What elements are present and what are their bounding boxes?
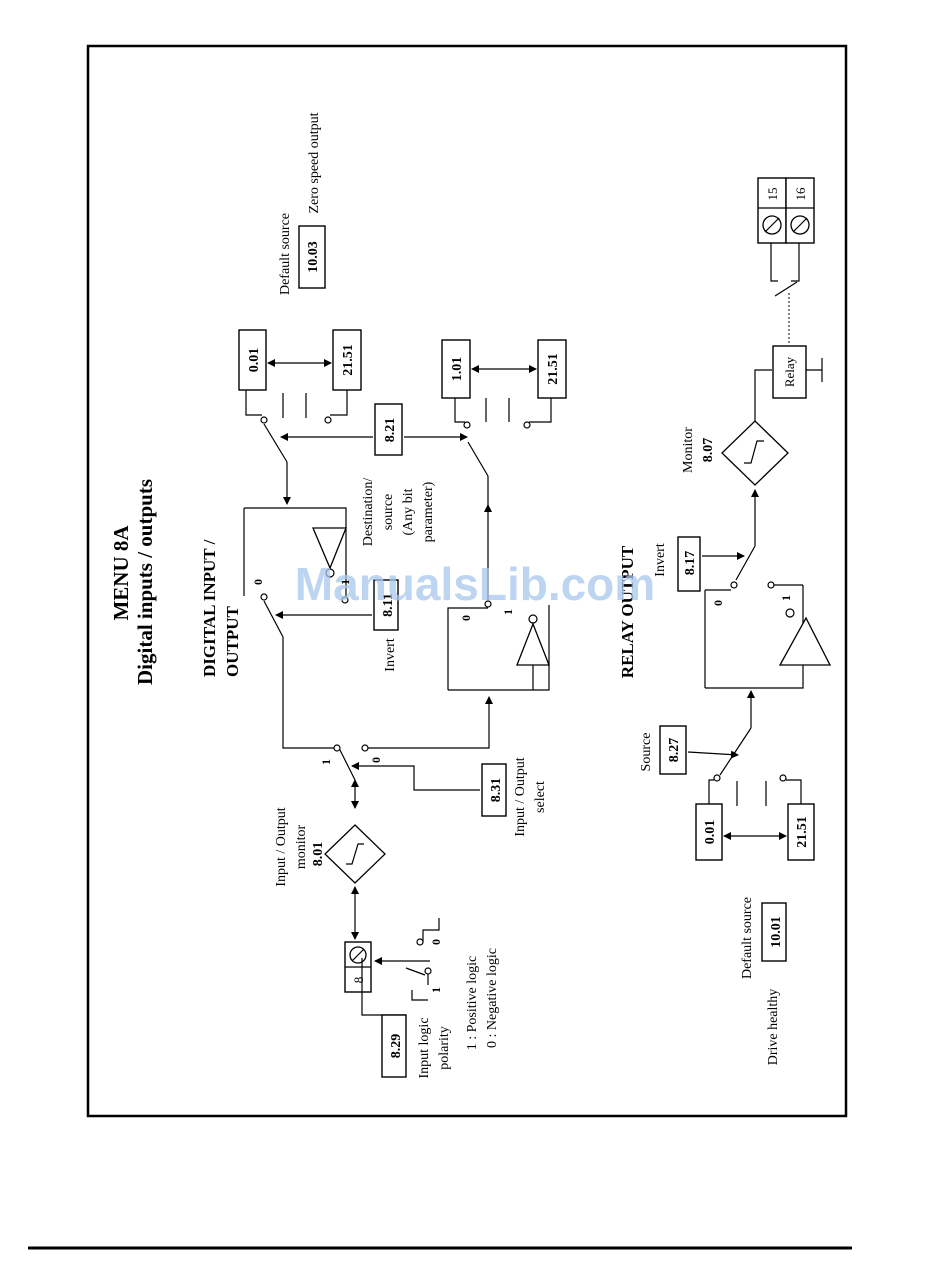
watermark: ManualsLib.com <box>295 558 655 610</box>
svg-text:15: 15 <box>765 188 780 201</box>
dest-label-line4: parameter) <box>421 481 436 542</box>
relay-min-box: 0.01 <box>695 803 723 861</box>
relay-source-box: 8.27 <box>659 725 687 775</box>
polarity-option-0: 0 : Negative logic <box>485 948 500 1048</box>
svg-text:21.51: 21.51 <box>795 816 810 848</box>
svg-text:8.11: 8.11 <box>381 593 396 617</box>
relay-invert-label: Invert <box>653 543 668 577</box>
drive-healthy-label: Drive healthy <box>766 989 781 1066</box>
dio-inv-0: 0 <box>251 579 265 585</box>
relay-source-label: Source <box>639 733 654 772</box>
polarity-sw-1: 1 <box>429 987 443 993</box>
io-sel-0: 0 <box>369 757 383 763</box>
dio-top-max-box: 21.51 <box>332 329 362 391</box>
polarity-label-line1: Input logic <box>417 1017 432 1078</box>
dio-bot-max-box: 21.51 <box>537 339 567 399</box>
svg-text:10.03: 10.03 <box>306 241 321 273</box>
svg-text:0.01: 0.01 <box>247 348 262 373</box>
dio-out-0: 0 <box>459 615 473 621</box>
io-monitor-label-line2: monitor <box>294 825 309 870</box>
dio-inv-1: 1 <box>338 579 352 585</box>
terminal-8: 8 <box>344 941 372 993</box>
io-monitor-label-line1: Input / Output <box>274 807 289 886</box>
svg-text:8.29: 8.29 <box>389 1034 404 1059</box>
relay-max-box: 21.51 <box>787 803 815 861</box>
svg-text:8.31: 8.31 <box>489 778 504 803</box>
io-monitor-param: 8.01 <box>311 842 326 867</box>
dio-heading-line1: DIGITAL INPUT / <box>200 539 219 677</box>
io-select-param-box: 8.31 <box>481 763 507 817</box>
svg-text:8.21: 8.21 <box>383 418 398 443</box>
svg-text:8.27: 8.27 <box>667 738 682 763</box>
relay-inv-1: 1 <box>779 595 793 601</box>
dio-heading-line2: OUTPUT <box>223 606 242 678</box>
relay-default-source-box: 10.01 <box>761 902 787 962</box>
dio-default-source-box: 10.03 <box>298 225 326 289</box>
dest-label-line2: source <box>381 494 396 531</box>
relay-inv-0: 0 <box>711 600 725 606</box>
relay-monitor-param: 8.07 <box>701 438 716 463</box>
polarity-param-box: 8.29 <box>381 1014 407 1078</box>
menu-title: MENU 8A <box>109 525 133 621</box>
relay-monitor-label: Monitor <box>681 427 696 473</box>
dest-param-box: 8.21 <box>374 403 403 456</box>
polarity-sw-0: 0 <box>429 939 443 945</box>
svg-text:Relay: Relay <box>782 356 797 387</box>
menu-subtitle: Digital inputs / outputs <box>133 479 157 685</box>
diagram-frame <box>86 44 848 1118</box>
svg-text:8.17: 8.17 <box>683 551 698 576</box>
invert-param-box: 8.11 <box>373 579 399 631</box>
dest-label-line1: Destination/ <box>361 478 376 547</box>
io-select-label-line2: select <box>533 781 548 813</box>
dio-out-1: 1 <box>501 609 515 615</box>
relay-coil: Relay <box>772 345 807 399</box>
zero-speed-label: Zero speed output <box>307 112 322 213</box>
polarity-option-1: 1 : Positive logic <box>465 956 480 1051</box>
svg-text:16: 16 <box>793 187 808 201</box>
svg-text:21.51: 21.51 <box>341 344 356 376</box>
io-select-label-line1: Input / Output <box>513 757 528 836</box>
dio-top-min-box: 0.01 <box>238 329 267 391</box>
svg-text:21.51: 21.51 <box>546 353 561 385</box>
relay-invert-box: 8.17 <box>677 536 701 592</box>
relay-default-source-label: Default source <box>740 897 755 979</box>
relay-terminal-15: 15 <box>757 177 787 244</box>
relay-monitor-symbol <box>721 420 789 486</box>
dest-label-line3: (Any bit <box>401 488 416 535</box>
relay-heading: RELAY OUTPUT <box>618 545 637 678</box>
invert-label: Invert <box>383 638 398 672</box>
relay-terminal-16: 16 <box>785 177 815 244</box>
svg-text:0.01: 0.01 <box>703 820 718 845</box>
svg-text:8: 8 <box>351 977 366 984</box>
svg-text:1.01: 1.01 <box>450 357 465 382</box>
dio-bot-min-box: 1.01 <box>441 339 471 399</box>
dio-default-source-label: Default source <box>278 213 293 295</box>
polarity-label-line2: polarity <box>437 1026 452 1070</box>
io-sel-1: 1 <box>319 759 333 765</box>
svg-text:10.01: 10.01 <box>769 916 784 948</box>
